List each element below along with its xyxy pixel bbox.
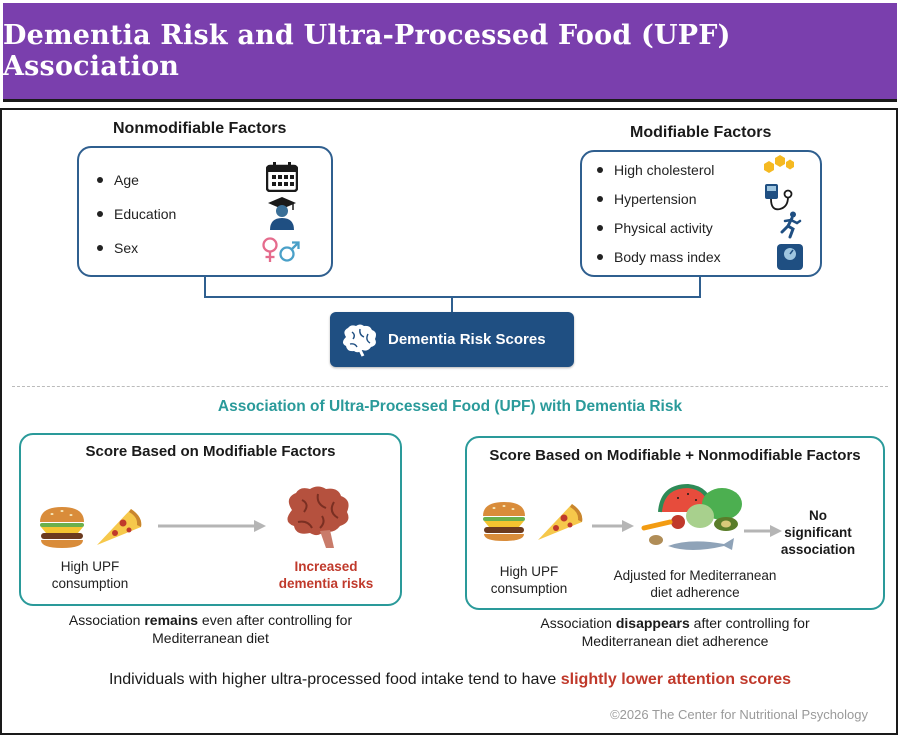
list-item: Physical activity — [597, 220, 713, 236]
list-item: High cholesterol — [597, 162, 714, 178]
section-divider — [12, 386, 888, 387]
list-item: Age — [97, 172, 139, 188]
pizza-icon — [97, 509, 142, 545]
calendar-icon — [266, 162, 298, 192]
mediterranean-food-icon — [641, 483, 742, 550]
cholesterol-icon — [764, 155, 794, 173]
left-caption: Association remains even after controlli… — [68, 612, 353, 646]
brain-icon — [287, 486, 349, 548]
scale-icon — [777, 244, 803, 270]
conclusion-text: Individuals with higher ultra-processed … — [108, 671, 792, 688]
list-item: Education — [97, 206, 176, 222]
list-item: Hypertension — [597, 191, 697, 207]
list-item: Sex — [97, 240, 138, 256]
connector-line — [451, 296, 453, 312]
blood-pressure-icon — [765, 184, 793, 211]
no-association-label: No significant association — [780, 508, 856, 557]
graduate-icon — [268, 197, 296, 230]
left-panel-heading: Score Based on Modifiable Factors — [85, 443, 336, 460]
burger-icon — [483, 502, 525, 541]
arrow-icon — [592, 520, 634, 532]
list-item: Body mass index — [597, 249, 721, 265]
connector-line — [699, 277, 701, 297]
modifiable-heading: Modifiable Factors — [630, 124, 772, 141]
nonmodifiable-heading: Nonmodifiable Factors — [113, 120, 287, 137]
runner-icon — [780, 211, 802, 239]
conclusion-highlight: slightly lower attention scores — [560, 671, 792, 688]
copyright: ©2026 The Center for Nutritional Psychol… — [610, 707, 868, 722]
dementia-risk-scores-node: Dementia Risk Scores — [330, 312, 574, 367]
brain-icon — [343, 324, 376, 357]
right-caption: Association disappears after controlling… — [540, 615, 810, 649]
association-title: Association of Ultra-Processed Food (UPF… — [217, 398, 683, 415]
increased-risk-label: Increased dementia risks — [278, 559, 374, 591]
gender-icon — [262, 237, 300, 262]
adjusted-label: Adjusted for Mediterranean diet adherenc… — [613, 568, 777, 600]
title-banner: Dementia Risk and Ultra-Processed Food (… — [3, 3, 897, 102]
arrow-icon — [158, 520, 266, 532]
dementia-risk-scores-label: Dementia Risk Scores — [388, 331, 546, 348]
right-panel-heading: Score Based on Modifiable + Nonmodifiabl… — [489, 447, 861, 464]
diagram-frame — [0, 108, 898, 735]
arrow-icon — [744, 525, 782, 537]
page-title: Dementia Risk and Ultra-Processed Food (… — [3, 20, 731, 82]
upf-label: High UPF consumption — [490, 564, 568, 596]
upf-label: High UPF consumption — [51, 559, 129, 591]
connector-line — [204, 277, 206, 297]
pizza-icon — [538, 504, 583, 540]
burger-icon — [40, 507, 84, 548]
